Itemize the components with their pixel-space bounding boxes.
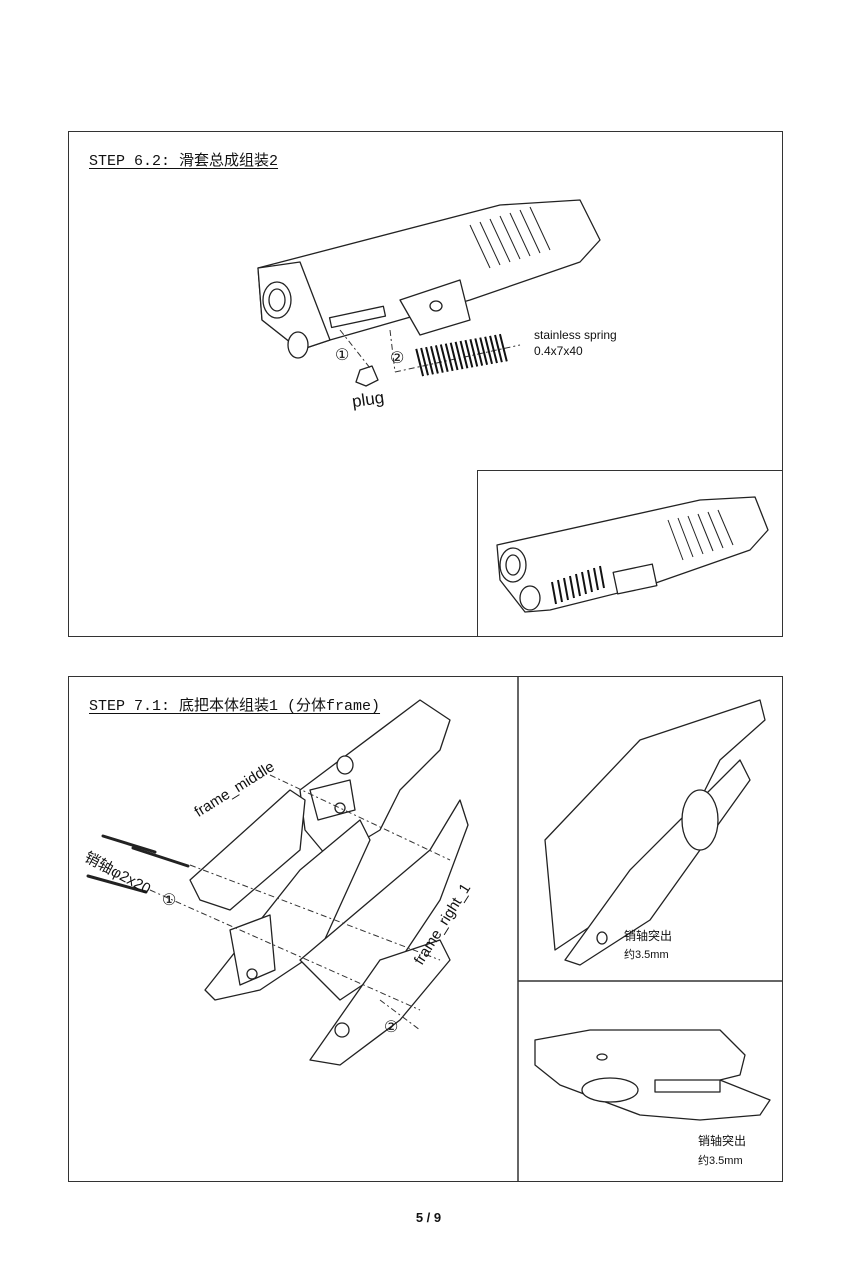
- step-7-1-panel: STEP 7.1: 底把本体组装1 (分体frame): [68, 676, 783, 1182]
- spring-drawing: [415, 333, 508, 377]
- step-6-2-inset-panel: [477, 470, 783, 637]
- detail-bottom-note-2: 约3.5mm: [698, 1155, 743, 1167]
- spring-label: stainless spring: [534, 328, 617, 342]
- marker-2: ②: [390, 350, 405, 367]
- marker-1: ①: [162, 892, 177, 909]
- detail-bottom-note-1: 销轴突出: [698, 1134, 747, 1148]
- slide-drawing: [257, 199, 601, 387]
- spring-spec: 0.4x7x40: [534, 344, 583, 358]
- frame-detail-bottom-drawing: [534, 1029, 771, 1121]
- page-number: 5 / 9: [415, 1210, 442, 1225]
- step-7-1-title: STEP 7.1: 底把本体组装1 (分体frame): [89, 698, 381, 715]
- detail-top-note-2: 约3.5mm: [624, 949, 669, 961]
- frame-detail-top-drawing: [544, 699, 766, 966]
- step-6-2-panel: STEP 6.2: 滑套总成组装2: [68, 131, 783, 637]
- marker-2: ②: [384, 1019, 399, 1036]
- frame-exploded-drawing: [86, 699, 469, 1066]
- assembled-slide-drawing: [496, 496, 769, 613]
- detail-top-note-1: 销轴突出: [624, 929, 673, 943]
- step-6-2-title: STEP 6.2: 滑套总成组装2: [89, 153, 279, 170]
- marker-1: ①: [335, 347, 350, 364]
